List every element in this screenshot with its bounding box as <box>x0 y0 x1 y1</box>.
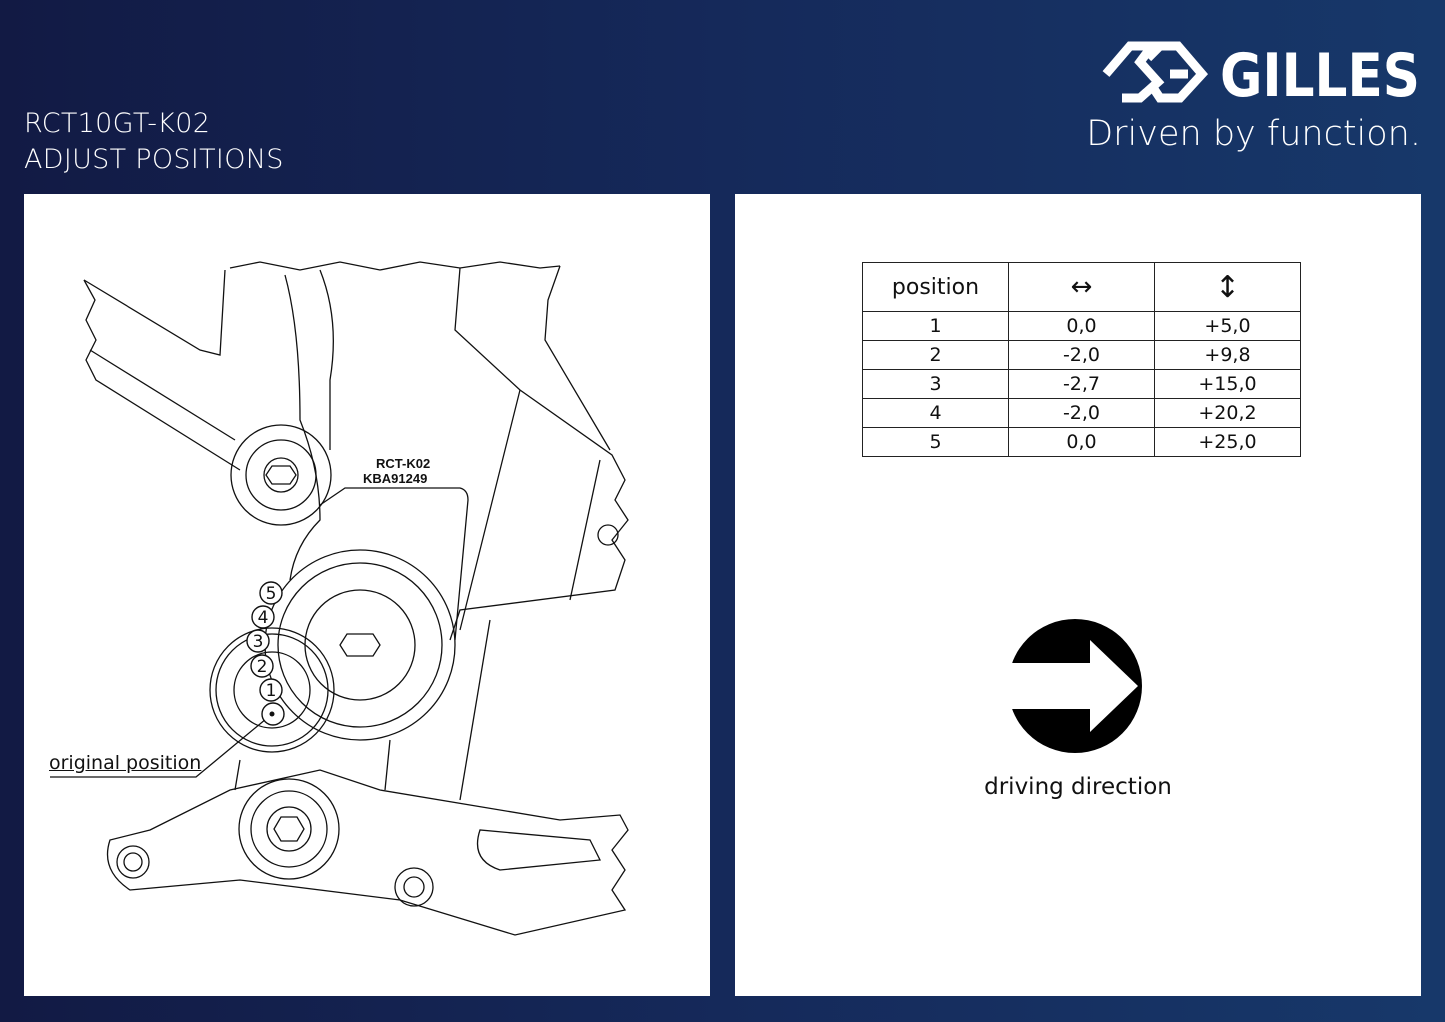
cell: +15,0 <box>1154 369 1301 399</box>
original-position-label: original position <box>49 752 202 774</box>
cell: 0,0 <box>1008 427 1155 457</box>
cell: -2,0 <box>1008 340 1155 370</box>
marker-3: 3 <box>253 632 264 652</box>
part-code-label: KBA91249 <box>363 471 428 486</box>
cell: 0,0 <box>1008 311 1155 341</box>
cell: 5 <box>862 427 1009 457</box>
cell: -2,7 <box>1008 369 1155 399</box>
position-markers <box>246 581 285 726</box>
marker-1: 1 <box>266 681 277 701</box>
marker-5: 5 <box>266 584 277 604</box>
svg-text:GILLES: GILLES <box>1220 41 1420 104</box>
table-row: 3-2,7+15,0 <box>862 369 1301 399</box>
page-subtitle: ADJUST POSITIONS <box>24 144 284 175</box>
header-position: position <box>862 262 1009 312</box>
table-row: 2-2,0+9,8 <box>862 340 1301 370</box>
cell: 1 <box>862 311 1009 341</box>
footrest-technical-drawing: 1 2 3 4 5 <box>50 261 629 936</box>
cell: 2 <box>862 340 1009 370</box>
marker-2: 2 <box>257 657 268 677</box>
brand-tagline: Driven by function. <box>1086 114 1421 154</box>
cell: +20,2 <box>1154 398 1301 428</box>
driving-direction-label: driving direction <box>984 774 1172 800</box>
table-row: 4-2,0+20,2 <box>862 398 1301 428</box>
header-horizontal-arrow-icon: ↔ <box>1008 262 1155 312</box>
cell: +5,0 <box>1154 311 1301 341</box>
marker-4: 4 <box>258 608 269 628</box>
cell: 4 <box>862 398 1009 428</box>
header-vertical-arrow-icon: ↕ <box>1154 262 1301 312</box>
gilles-logo: GILLES <box>1102 41 1420 104</box>
part-number: RCT10GT-K02 <box>24 108 211 139</box>
right-arrow-circle-icon <box>1006 619 1142 753</box>
drawing-panel: 1 2 3 4 5 RCT-K02 KBA91249 original posi… <box>24 194 710 996</box>
cell: +9,8 <box>1154 340 1301 370</box>
cell: 3 <box>862 369 1009 399</box>
table-header-row: position ↔ ↕ <box>862 262 1301 312</box>
part-label: RCT-K02 <box>376 456 431 471</box>
cell: -2,0 <box>1008 398 1155 428</box>
cell: +25,0 <box>1154 427 1301 457</box>
